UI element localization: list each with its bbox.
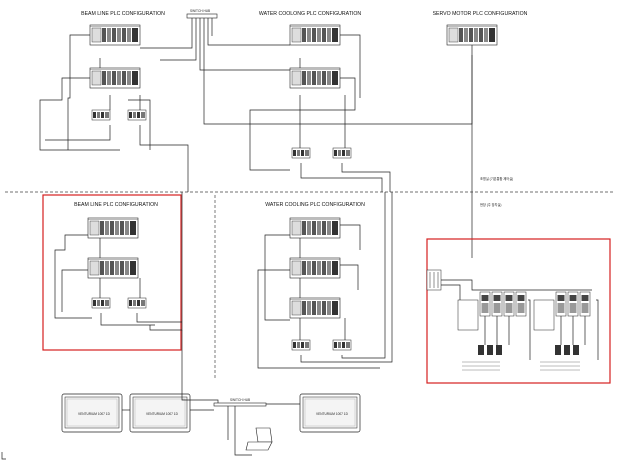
hmi-wiring [122,330,300,456]
switch-hub-top-label: SWITCH HUB [190,9,210,13]
water-bottom-wiring [257,192,393,369]
beam-top-plc-rack-1 [89,24,141,46]
beam-bottom-plc-rack-2 [87,257,139,279]
beam-top-io-module-2 [127,109,147,121]
servo-drive-group-2 [533,291,591,331]
water-bottom-title: WATER COOLING PLC CONFIGURATION [265,202,365,208]
water-top-io-module-2 [332,147,352,159]
beam-top-io-module-1 [91,109,111,121]
water-top-io-module-1 [291,147,311,159]
servo-wiring [441,279,599,360]
water-top-wiring [249,34,391,192]
corner-mark [1,452,6,460]
beam-bottom-io-module-2 [127,297,147,309]
beam-top-title: BEAM LINE PLC CONFIGURATION [81,11,165,17]
water-bottom-plc-rack-3 [289,297,341,319]
beam-bottom-title: BEAM LINE PLC CONFIGURATION [74,202,158,208]
zone-lower-label: 현장 (주 장치실) [480,202,502,207]
water-bottom-plc-rack-2 [289,257,341,279]
beam-bottom-highlight-box [42,194,182,351]
water-top-plc-rack-1 [289,24,341,46]
servo-motors [478,345,579,355]
servo-terminal-block [426,269,442,291]
servo-top-title: SERVO MOTOR PLC CONFIGURATION [433,11,528,17]
water-top-title: WATER COOLONG PLC CONFIGURATION [259,11,361,17]
beam-bottom-wiring [54,192,183,331]
water-top-plc-rack-2 [289,67,341,89]
beam-top-plc-rack-2 [89,67,141,89]
hmi-screen-3-label: VENTURIUM 1007 1D [316,412,349,416]
laptop-icon [245,427,273,451]
servo-notes [462,361,580,371]
water-bottom-io-module-1 [291,339,311,351]
hmi-screen-1-label: VENTURIUM 1007 1D [78,412,111,416]
switch-hub-bottom [213,402,267,407]
servo-drive-group-1 [457,291,527,331]
servo-top-plc-rack [446,24,498,46]
beam-bottom-plc-rack-1 [87,217,139,239]
switch-hub-bottom-label: SWITCH HUB [230,398,250,402]
water-bottom-io-module-2 [332,339,352,351]
switch-hub-top [186,13,218,19]
water-bottom-plc-rack-1 [289,217,341,239]
servo-bottom-highlight-box [426,238,611,384]
zone-upper-label: 조명실 (기존통합 제어실) [480,176,513,181]
beam-bottom-io-module-1 [91,297,111,309]
hmi-screen-2-label: VENTURIUM 1007 1D [146,412,179,416]
beam-top-wiring [39,34,189,192]
